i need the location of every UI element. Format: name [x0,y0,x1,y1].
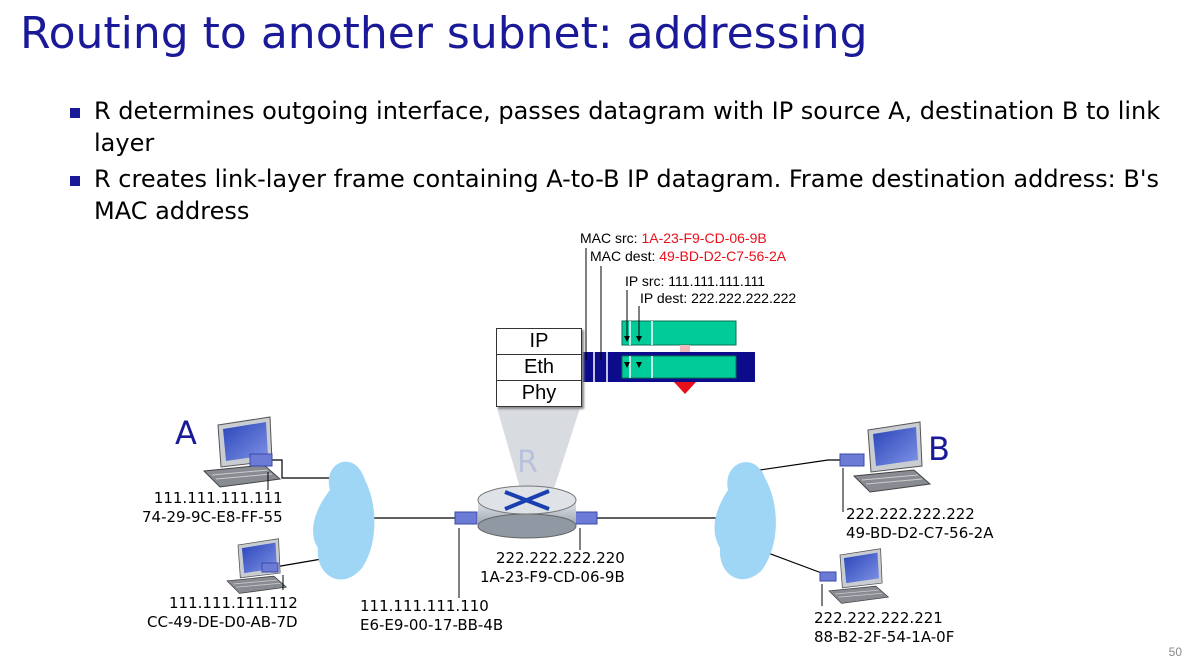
host-a2-address: 111.111.111.112 CC-49-DE-D0-AB-7D [147,594,298,632]
interface-card-icons [249,453,865,582]
host-a-address: 111.111.111.111 74-29-9C-E8-FF-55 [142,489,283,527]
router-icon [477,485,577,539]
protocol-stack: IP Eth Phy [496,328,582,407]
ip-datagram [621,320,737,346]
host-b2-mac: 88-B2-2F-54-1A-0F [814,628,955,646]
bullet-text: R determines outgoing interface, passes … [94,97,1161,157]
host-a-computer-icon [203,416,281,488]
host-b-ip: 222.222.222.222 [846,505,975,523]
router-right-ip: 222.222.222.220 [496,549,625,567]
router-right-mac: 1A-23-F9-CD-06-9B [480,568,625,586]
host-a-mac: 74-29-9C-E8-FF-55 [142,508,283,526]
ip-dest-label: IP dest: 222.222.222.222 [640,290,797,306]
link-layer-frame [580,352,755,382]
bullet-text: R creates link-layer frame containing A-… [94,165,1159,225]
header-pointer-lines [585,248,640,360]
host-b2-address: 222.222.222.221 88-B2-2F-54-1A-0F [814,609,954,647]
stack-funnel [497,408,580,495]
host-a-label: A [175,414,197,452]
bullet-square-icon [70,108,80,118]
router-left-ip: 111.111.111.110 [360,597,489,615]
mac-src-label: MAC src: 1A-23-F9-CD-06-9B [580,230,767,246]
bullet-square-icon [70,176,80,186]
mac-dest-value: 49-BD-D2-C7-56-2A [659,248,787,264]
router-label: R [517,445,538,480]
host-a2-ip: 111.111.111.112 [169,594,298,612]
stack-layer-ip: IP [497,329,581,355]
address-pointer-lines [267,468,844,606]
subnet-cloud-right [714,462,776,580]
ip-src-label: IP src: 111.111.111.111 [625,273,766,289]
host-a2-mac: CC-49-DE-D0-AB-7D [147,613,298,631]
page-title: Routing to another subnet: addressing [20,8,868,59]
mac-src-value: 1A-23-F9-CD-06-9B [641,230,767,246]
bullet-item: R determines outgoing interface, passes … [70,95,1195,159]
host-a-ip: 111.111.111.111 [153,489,283,507]
router-left-mac: E6-E9-00-17-BB-4B [360,616,504,634]
bullet-list: R determines outgoing interface, passes … [70,95,1195,231]
host-b2-ip: 222.222.222.221 [814,609,943,627]
router-right-address: 222.222.222.220 1A-23-F9-CD-06-9B [480,549,625,587]
mac-dest-caption: MAC dest: [590,248,660,264]
router-left-address: 111.111.111.110 E6-E9-00-17-BB-4B [360,597,503,635]
host-b-address: 222.222.222.222 49-BD-D2-C7-56-2A [846,505,993,543]
datagram-down-arrow-shaft [680,345,690,352]
header-arrow-icons [624,336,642,368]
host-b-label: B [928,430,950,468]
stack-layer-phy: Phy [521,382,557,404]
down-arrow-icon [674,382,696,394]
stack-layer-eth: Eth [497,355,581,381]
host-b-mac: 49-BD-D2-C7-56-2A [846,524,994,542]
host-b2-computer-icon [828,548,889,604]
bullet-item: R creates link-layer frame containing A-… [70,163,1195,227]
subnet-cloud-left [313,461,375,580]
host-b-computer-icon [853,421,931,493]
mac-dest-label: MAC dest: 49-BD-D2-C7-56-2A [590,248,786,264]
mac-src-caption: MAC src: [580,230,642,246]
page-number: 50 [1168,645,1182,659]
